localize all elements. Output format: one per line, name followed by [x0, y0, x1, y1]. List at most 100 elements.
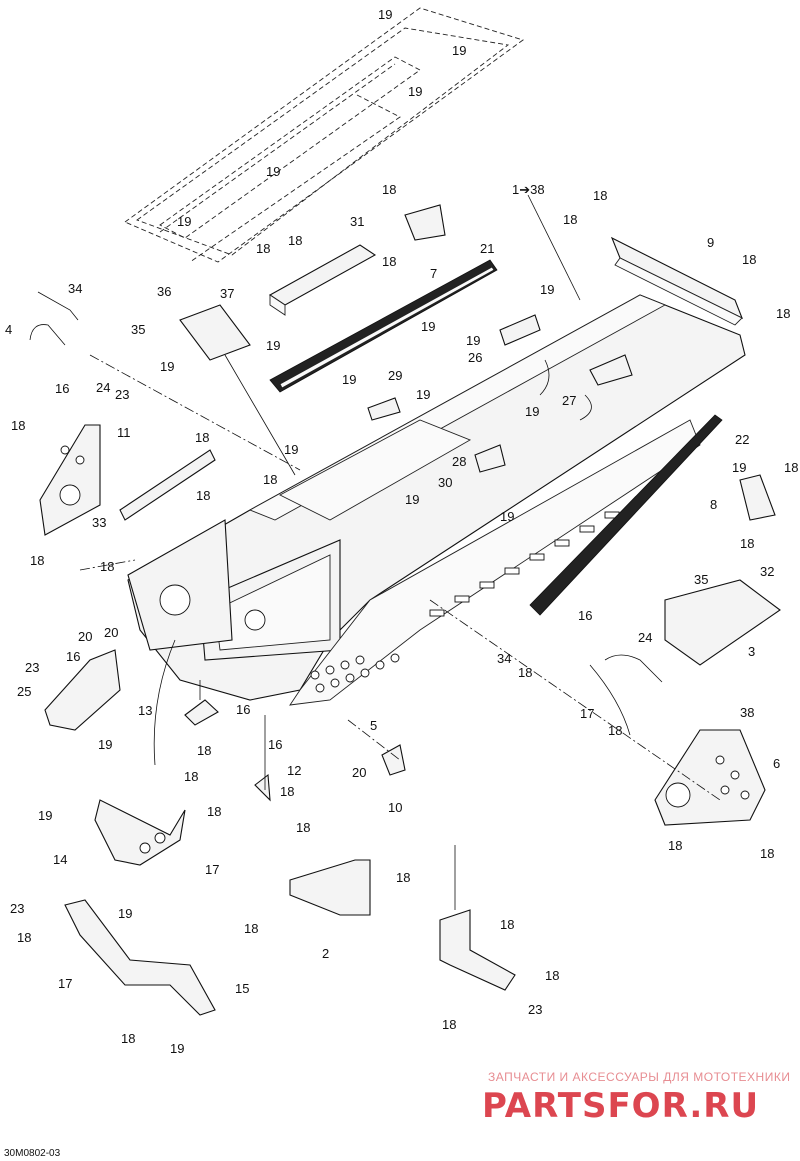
callout-16: 20 [78, 629, 92, 644]
callout-16: 5 [370, 718, 377, 733]
drawing-code: 30M0802-03 [4, 1148, 61, 1159]
callout-18: 18 [382, 254, 396, 269]
callout-labels: 19 19 19 19 19 18 1➔38 18 18 18 18 31 18… [5, 7, 798, 1056]
callout-29: 29 [388, 368, 402, 383]
side-plate-12 [654, 729, 766, 826]
callout-17: 19 [98, 737, 112, 752]
callout-18: 18 [563, 212, 577, 227]
callout-18: 18 [668, 838, 682, 853]
bracket-31 [268, 244, 377, 316]
callout-24: 24 [96, 380, 110, 395]
partsfor-watermark: ЗАПЧАСТИ И АКСЕССУАРЫ ДЛЯ МОТОТЕХНИКИ PA… [482, 1070, 790, 1126]
callout-20: 16 [66, 649, 80, 664]
watermark-subtitle: ЗАПЧАСТИ И АКСЕССУАРЫ ДЛЯ МОТОТЕХНИКИ [488, 1070, 790, 1084]
callout-19: 19 [732, 460, 746, 475]
bracket-14 [289, 859, 371, 916]
callout-19: 19 [266, 338, 280, 353]
tunnel-cover-outline [124, 7, 524, 263]
callout-18: 3 [748, 644, 755, 659]
callout-19: 19 [160, 359, 174, 374]
callout-19: 19 [408, 84, 422, 99]
bracket-32 [664, 579, 781, 666]
watermark-brand: PARTSFOR.RU [482, 1086, 759, 1126]
callout-31: 31 [350, 214, 364, 229]
callout-34: 34 [68, 281, 82, 296]
callout-34: 24 [638, 630, 652, 645]
callout-18: 18 [288, 233, 302, 248]
callout-36: 36 [157, 284, 171, 299]
callout-19: 19 [405, 492, 419, 507]
callout-33: 33 [92, 515, 106, 530]
bar-33 [119, 449, 216, 521]
bracket-10 [94, 799, 186, 866]
callout-18: 18 [196, 488, 210, 503]
callout-35: 16 [578, 608, 592, 623]
callout-7: 7 [430, 266, 437, 281]
callout-24: 18 [518, 665, 532, 680]
callout-16: 17 [580, 706, 594, 721]
callout-23: 34 [497, 651, 511, 666]
callout-18: 17 [58, 976, 72, 991]
callout-23: 23 [115, 387, 129, 402]
running-board-slots [429, 511, 620, 617]
callout-23: 18 [244, 921, 258, 936]
callout-2: 15 [235, 981, 249, 996]
callout-19: 19 [284, 442, 298, 457]
callout-11: 11 [117, 425, 131, 440]
floor-perforations [310, 653, 400, 693]
small-brackets [179, 204, 776, 802]
callout-20: 18 [184, 769, 198, 784]
callout-19: 19 [421, 319, 435, 334]
callout-18: 19 [38, 808, 52, 823]
callout-20: 20 [104, 625, 118, 640]
bracket-15 [439, 909, 516, 991]
callout-32: 32 [760, 564, 774, 579]
callout-19: 18 [197, 743, 211, 758]
callout-18: 18 [100, 559, 114, 574]
side-plate-11 [39, 424, 101, 536]
callout-19: 19 [177, 214, 191, 229]
callout-37: 37 [220, 286, 234, 301]
main-tunnel [127, 294, 746, 706]
leader-lines [79, 194, 721, 910]
callout-38: 12 [287, 763, 301, 778]
callout-18: 18 [742, 252, 756, 267]
callout-18: 35 [694, 572, 708, 587]
callout-35: 35 [131, 322, 145, 337]
callout-13: 16 [236, 702, 250, 717]
callout-18: 18 [30, 553, 44, 568]
callout-21: 21 [480, 241, 494, 256]
callout-18: 2 [322, 946, 329, 961]
callout-19: 19 [452, 43, 466, 58]
callout-18: 18 [263, 472, 277, 487]
callout-27: 27 [562, 393, 576, 408]
callout-6: 20 [352, 765, 366, 780]
callout-18: 18 [593, 188, 607, 203]
right-slide-rail [529, 414, 723, 616]
handle-parts [29, 291, 663, 736]
callout-17: 18 [121, 1031, 135, 1046]
callout-18: 19 [170, 1041, 184, 1056]
callout-18: 18 [256, 241, 270, 256]
callout-9: 9 [707, 235, 714, 250]
callout-30: 30 [438, 475, 452, 490]
callout-19: 19 [342, 372, 356, 387]
callout-18: 18 [17, 930, 31, 945]
callout-18: 18 [382, 182, 396, 197]
callout-19: 19 [466, 333, 480, 348]
callout-18: 19 [118, 906, 132, 921]
callout-3: 25 [17, 684, 31, 699]
callout-18: 18 [195, 430, 209, 445]
callout-19: 19 [416, 387, 430, 402]
callout-16: 23 [25, 660, 39, 675]
left-slide-rail [269, 259, 498, 393]
callout-17: 23 [10, 901, 24, 916]
callout-19: 19 [540, 282, 554, 297]
callout-18: 18 [740, 536, 754, 551]
callout-16: 16 [55, 381, 69, 396]
callout-19: 19 [266, 164, 280, 179]
bracket-2 [64, 899, 216, 1016]
callout-1-38: 1➔38 [512, 182, 545, 197]
callout-28: 28 [452, 454, 466, 469]
callout-18: 18 [760, 846, 774, 861]
